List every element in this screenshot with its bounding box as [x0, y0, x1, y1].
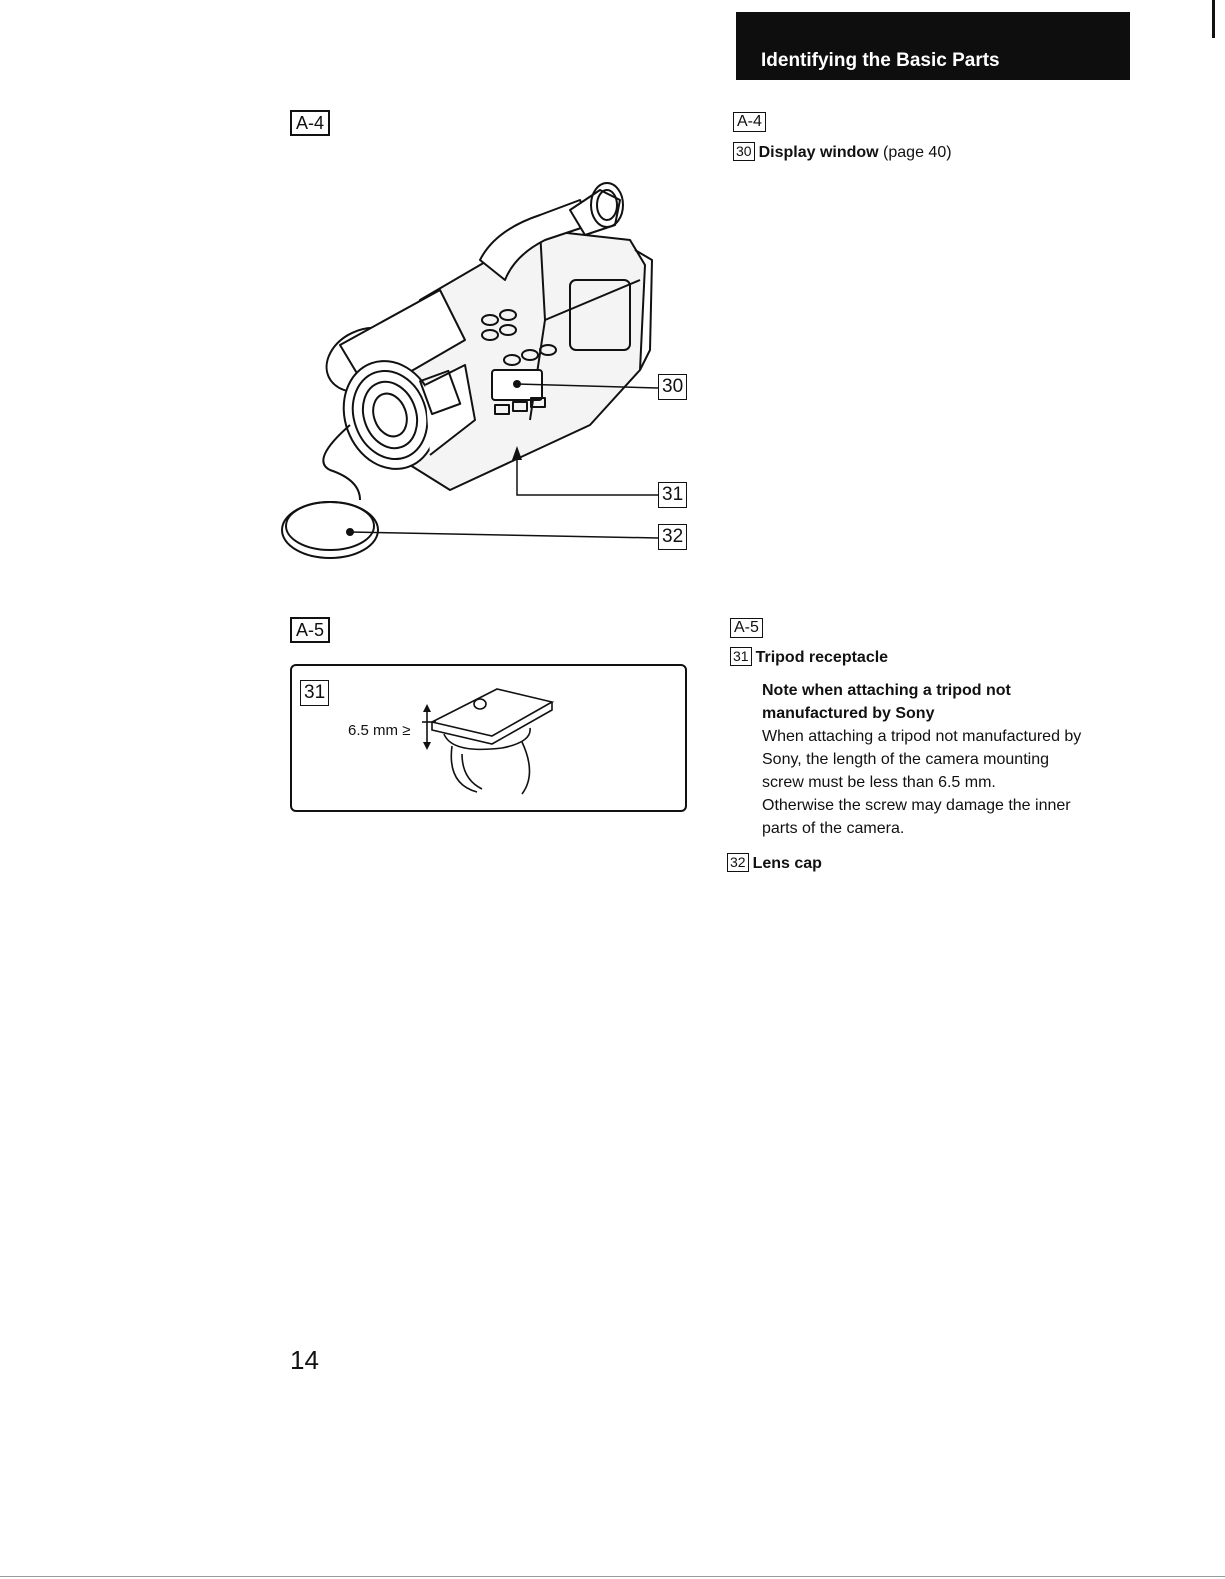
page-edge-mark [1212, 0, 1215, 38]
figure-a4-label: A-4 [290, 110, 331, 136]
section-a5-label: A-5 [730, 618, 763, 638]
section-a4-label: A-4 [733, 112, 766, 132]
tripod-figure-box: 31 6.5 mm ≥ [290, 664, 687, 812]
figure-a5-label: A-5 [290, 617, 331, 643]
tripod-note: Note when attaching a tripod not manufac… [762, 682, 1082, 837]
page-bottom-edge [0, 1576, 1225, 1577]
callout-31: 31 [658, 482, 688, 508]
tripod-dimension: 6.5 mm ≥ [348, 722, 411, 739]
section-title: Identifying the Basic Parts [761, 50, 1000, 71]
section-header-bar: Identifying the Basic Parts [736, 12, 1130, 80]
callout-32: 32 [658, 524, 688, 550]
page-number: 14 [290, 1345, 319, 1375]
tripod-callout-31: 31 [300, 680, 330, 706]
tripod-head-drawing [422, 688, 555, 795]
camcorder-illustration [281, 182, 659, 559]
callout-30: 30 [658, 374, 688, 400]
